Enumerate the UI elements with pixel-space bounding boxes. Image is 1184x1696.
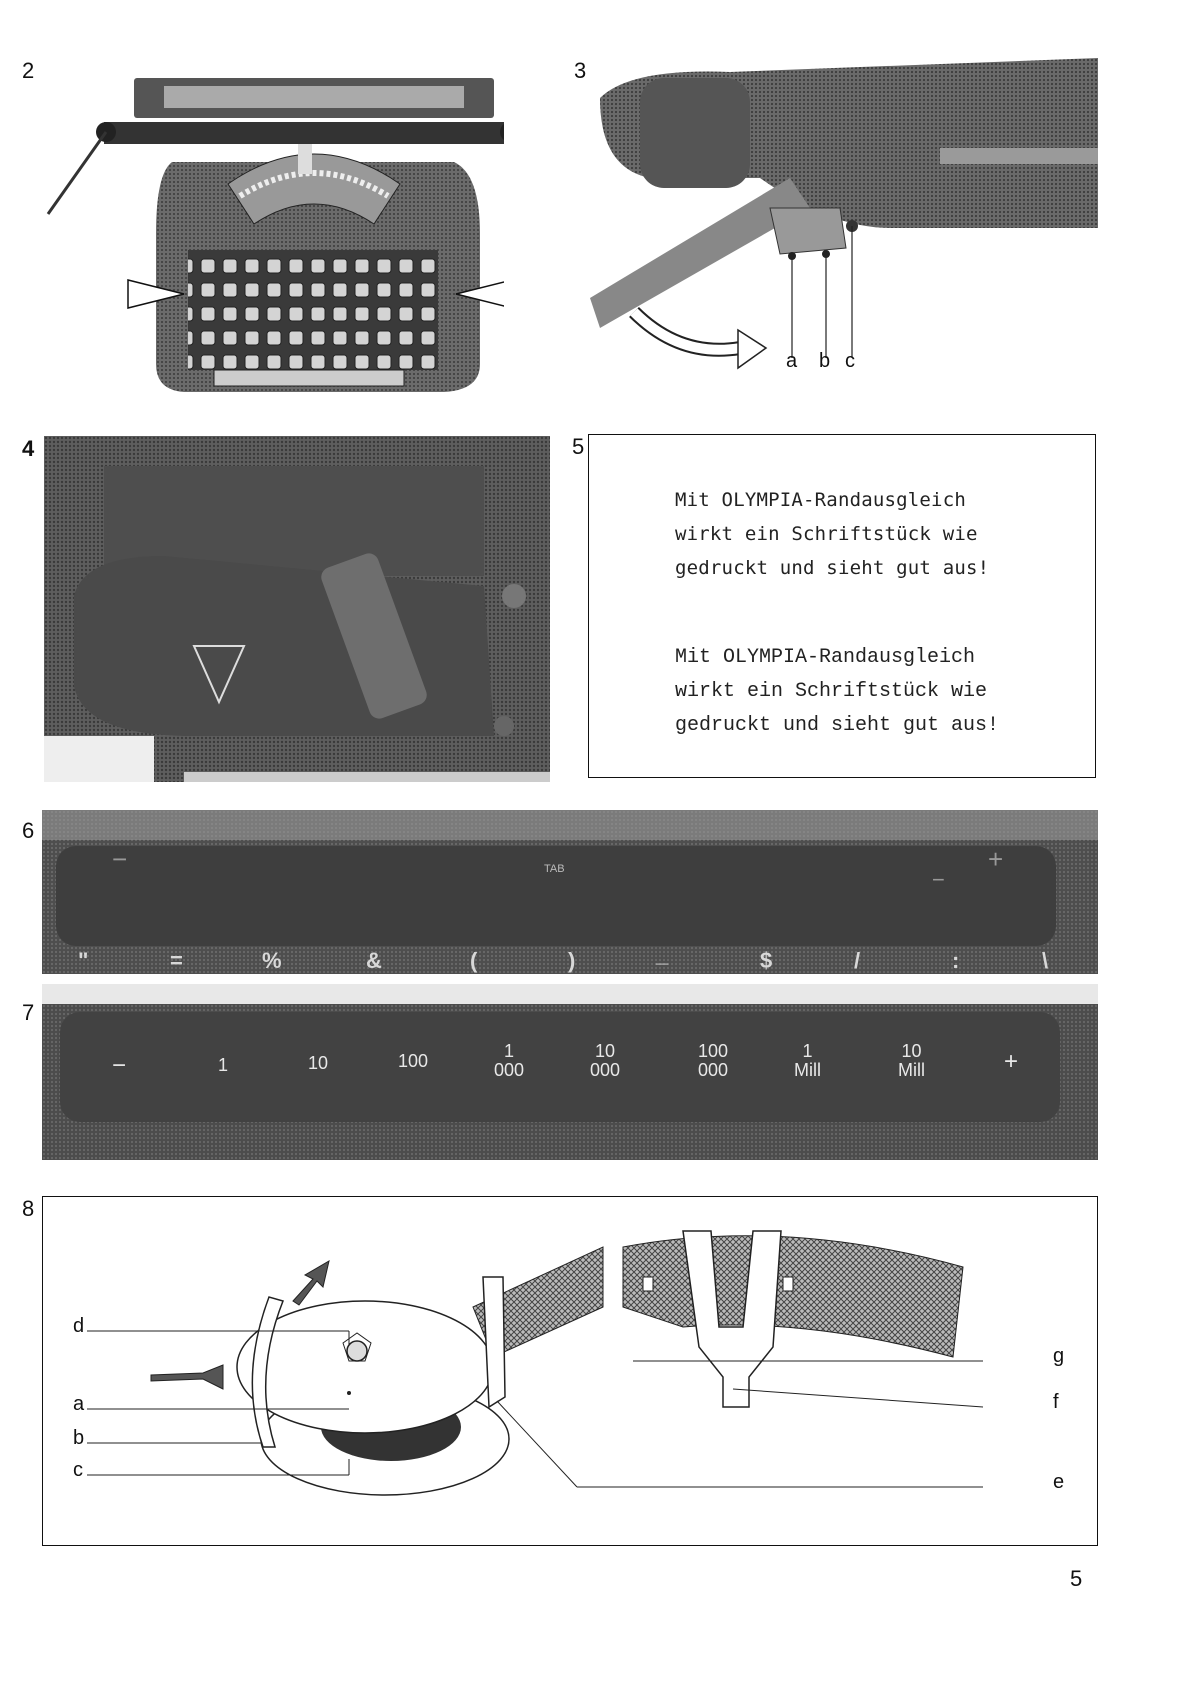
- sample-text-justified: Mit OLYMPIA-Randausgleich wirkt ein Schr…: [675, 646, 1000, 737]
- callout-label-d: d: [73, 1315, 85, 1337]
- callout-label-b-spool: b: [73, 1427, 85, 1449]
- typewriter-photo: [44, 64, 504, 396]
- callout-label-a: a: [786, 350, 798, 372]
- justification-sample-box: Mit OLYMPIA-Randausgleich wirkt ein Schr…: [588, 434, 1096, 778]
- symbol-paren-open: (: [470, 948, 478, 973]
- callout-label-a-spool: a: [73, 1393, 85, 1415]
- tab-plus-label: +: [988, 844, 1004, 874]
- symbol-quote: ": [78, 948, 89, 973]
- symbol-paren-close: ): [568, 948, 576, 973]
- margin-release-photo: [44, 436, 550, 782]
- figure-number-4: 4: [22, 436, 35, 461]
- decimal-tab-10-mill: 10 Mill: [898, 1041, 925, 1080]
- decimal-tab-plus: +: [1004, 1048, 1019, 1075]
- figure-number-2: 2: [22, 58, 35, 83]
- figure-number-6: 6: [22, 818, 35, 843]
- sample-text-monospace: Mit OLYMPIA-Randausgleich wirkt ein Schr…: [675, 489, 990, 579]
- callout-label-b: b: [819, 350, 831, 372]
- symbol-underscore: _: [656, 942, 669, 967]
- symbol-slash: /: [854, 948, 861, 973]
- callout-label-c: c: [845, 350, 855, 372]
- callout-label-e: e: [1053, 1471, 1065, 1493]
- figure-number-3: 3: [574, 58, 587, 83]
- decimal-tab-1-mill: 1 Mill: [794, 1041, 821, 1080]
- figure-number-7: 7: [22, 1000, 35, 1025]
- decimal-tab-minus: −: [112, 1052, 127, 1079]
- symbol-percent: %: [262, 948, 282, 973]
- callout-label-f: f: [1053, 1391, 1059, 1413]
- decimal-tab-bar-photo: − 1 10 100 1 000 10 000 100 000 1 Mill 1…: [42, 984, 1098, 1160]
- figure-number-8: 8: [22, 1196, 35, 1221]
- symbol-equals: =: [170, 948, 183, 973]
- figure-number-5: 5: [572, 434, 585, 459]
- decimal-tab-1: 1: [218, 1055, 229, 1075]
- decimal-tab-100: 100: [398, 1051, 429, 1071]
- callout-label-g: g: [1053, 1345, 1065, 1367]
- decimal-tab-10000: 10 000: [590, 1041, 621, 1080]
- decimal-tab-1000: 1 000: [494, 1041, 525, 1080]
- symbol-colon: :: [952, 948, 960, 973]
- decimal-tab-10: 10: [308, 1053, 329, 1073]
- ribbon-spool-diagram: d a b c g f e: [42, 1196, 1098, 1546]
- tab-minus-label: −: [112, 844, 128, 874]
- symbol-ampersand: &: [366, 948, 382, 973]
- tab-key-label: TAB: [544, 863, 565, 875]
- callout-label-c-spool: c: [73, 1459, 83, 1481]
- page-number: 5: [1070, 1566, 1083, 1591]
- tab-minus-right-label: −: [932, 867, 945, 892]
- margin-lever-photo: a b c: [590, 58, 1098, 378]
- tab-bar-photo: − TAB − + " = % & ( ) _ $ / : \: [42, 810, 1098, 974]
- symbol-dollar: $: [760, 948, 773, 973]
- decimal-tab-100000: 100 000: [698, 1041, 729, 1080]
- symbol-backslash: \: [1042, 948, 1049, 973]
